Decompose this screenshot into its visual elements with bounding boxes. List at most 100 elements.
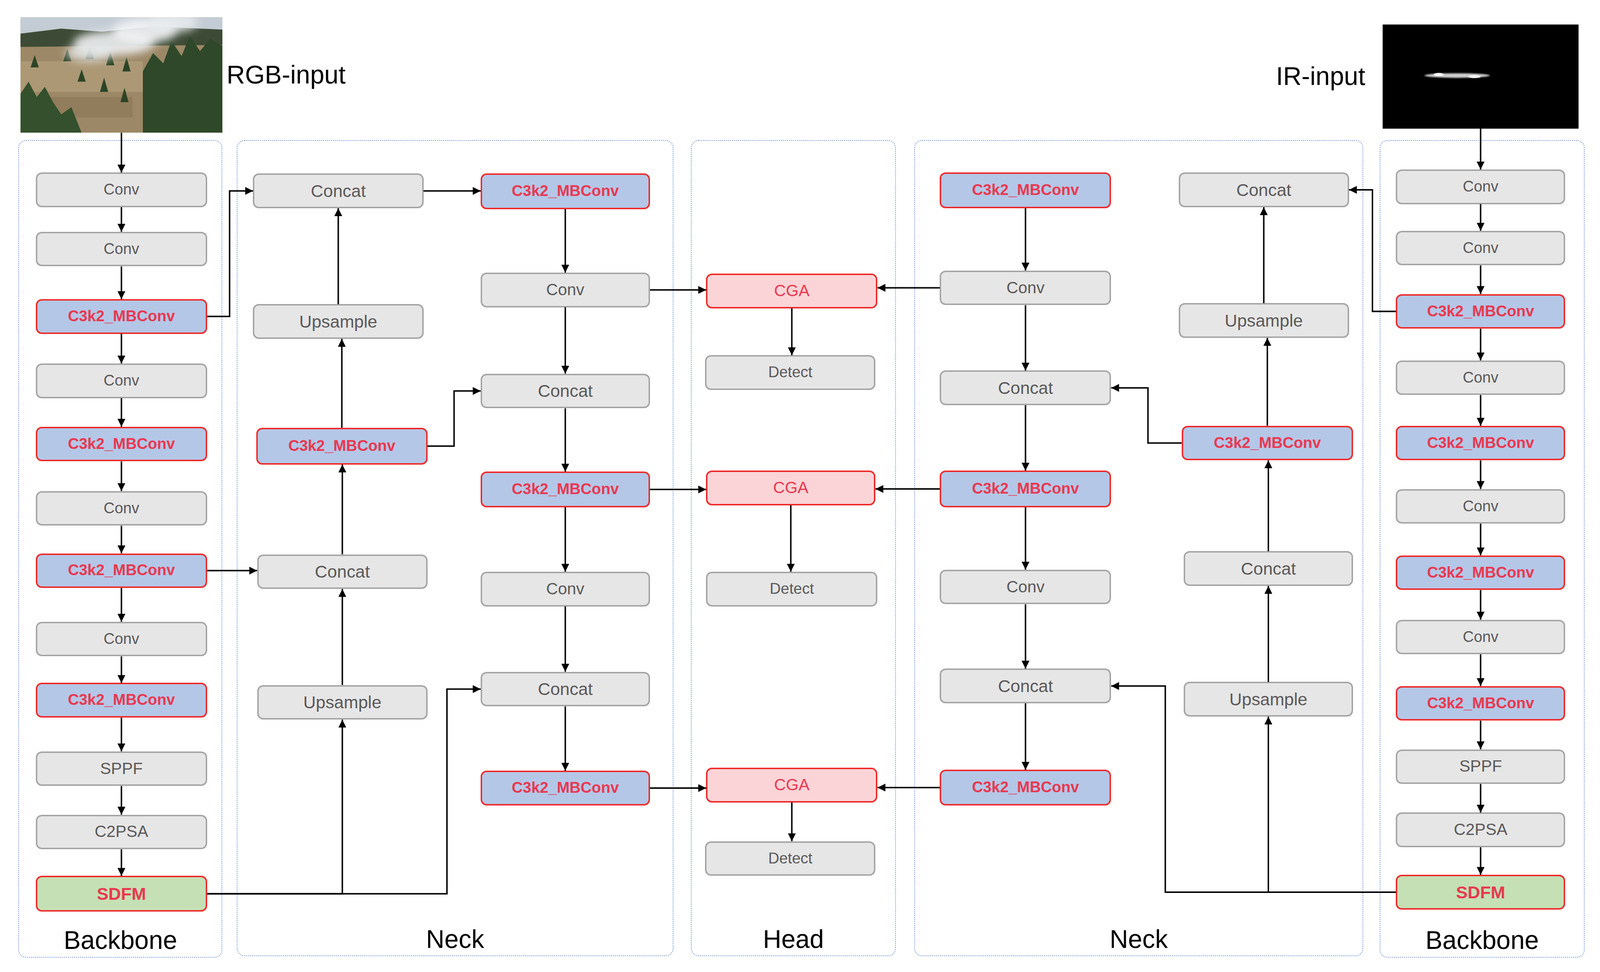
process-box: Upsample bbox=[1183, 681, 1354, 717]
mbconv-block: C3k2_MBConv bbox=[480, 471, 651, 508]
block-label: C3k2_MBConv bbox=[67, 308, 175, 325]
process-box: Conv bbox=[35, 490, 208, 526]
fusion-module: SDFM bbox=[1395, 874, 1566, 910]
flow-arrow bbox=[120, 333, 123, 364]
flow-arrow bbox=[341, 464, 344, 555]
mbconv-block: C3k2_MBConv bbox=[480, 173, 651, 210]
flow-arrow bbox=[1024, 208, 1027, 271]
process-box: Upsample bbox=[252, 303, 424, 339]
flow-arrow bbox=[650, 786, 706, 789]
block-label: Conv bbox=[1462, 498, 1499, 515]
photo-forest bbox=[20, 81, 82, 133]
mbconv-block: C3k2_MBConv bbox=[1395, 555, 1566, 591]
process-box: Conv bbox=[480, 272, 651, 308]
block-label: Concat bbox=[537, 381, 593, 400]
input-label: IR-input bbox=[1275, 63, 1366, 90]
mbconv-block: C3k2_MBConv bbox=[480, 770, 651, 806]
process-box: Conv bbox=[35, 172, 208, 208]
block-label: C2PSA bbox=[1453, 820, 1508, 839]
flow-arrow bbox=[789, 505, 792, 572]
block-label: Conv bbox=[1462, 369, 1499, 386]
block-label: Concat bbox=[998, 378, 1054, 397]
stage-group: HeadCGADetectCGADetectCGADetect bbox=[690, 139, 896, 957]
process-box: Conv bbox=[35, 621, 208, 657]
process-box: Concat bbox=[1183, 550, 1354, 586]
mbconv-block: C3k2_MBConv bbox=[35, 426, 208, 462]
stage-group: NeckC3k2_MBConvConvConcatC3k2_MBConvConv… bbox=[914, 139, 1364, 957]
flow-arrow bbox=[1266, 337, 1269, 426]
process-box: Conv bbox=[1395, 619, 1566, 655]
flow-arrow bbox=[120, 717, 123, 752]
process-box: Upsample bbox=[1178, 302, 1350, 338]
block-label: CGA bbox=[774, 282, 810, 300]
connector-group bbox=[121, 128, 1481, 894]
process-box: C2PSA bbox=[1395, 812, 1566, 847]
mbconv-block: C3k2_MBConv bbox=[256, 427, 428, 465]
flow-arrow bbox=[1024, 405, 1027, 471]
block-label: Detect bbox=[768, 364, 813, 381]
flow-arrow bbox=[1479, 394, 1482, 426]
flow-arrow bbox=[1268, 716, 1396, 893]
process-box: Concat bbox=[939, 668, 1112, 704]
mbconv-block: C3k2_MBConv bbox=[1395, 425, 1566, 461]
flow-arrow bbox=[877, 287, 940, 289]
flow-arrow bbox=[1479, 204, 1482, 231]
flow-arrow bbox=[1263, 207, 1265, 303]
flow-arrow bbox=[120, 848, 123, 876]
block-label: CGA bbox=[773, 479, 809, 497]
block-label: C3k2_MBConv bbox=[511, 481, 619, 498]
block-label: Conv bbox=[103, 181, 140, 198]
input-label: RGB-input bbox=[226, 62, 346, 88]
block-label: C3k2_MBConv bbox=[1427, 564, 1535, 581]
flow-arrow bbox=[1111, 387, 1182, 443]
mbconv-block: C3k2_MBConv bbox=[1395, 685, 1566, 721]
block-label: Conv bbox=[103, 241, 140, 258]
mbconv-block: C3k2_MBConv bbox=[35, 553, 208, 589]
mbconv-block: C3k2_MBConv bbox=[1181, 425, 1354, 461]
attention-block: CGA bbox=[705, 767, 878, 803]
flow-arrow bbox=[341, 338, 343, 428]
ir-hotspot bbox=[1424, 73, 1491, 78]
flow-arrow bbox=[427, 390, 481, 446]
block-label: Concat bbox=[537, 679, 593, 698]
flow-arrow bbox=[564, 507, 567, 572]
process-box: Concat bbox=[257, 554, 428, 590]
process-box: Conv bbox=[1395, 360, 1566, 396]
process-box: Concat bbox=[480, 373, 651, 409]
flow-arrow bbox=[341, 588, 344, 685]
block-label: Conv bbox=[546, 281, 585, 299]
flow-arrow bbox=[875, 488, 940, 490]
flow-arrow bbox=[1479, 720, 1482, 749]
process-box: Detect bbox=[705, 354, 876, 390]
flow-arrow bbox=[120, 266, 123, 299]
flow-arrow bbox=[564, 307, 567, 374]
block-label: SDFM bbox=[96, 884, 146, 903]
stage-group: NeckConcatUpsampleC3k2_MBConvConcatUpsam… bbox=[236, 139, 674, 957]
process-box: Concat bbox=[252, 173, 424, 209]
block-label: C3k2_MBConv bbox=[1427, 695, 1535, 712]
block-label: Upsample bbox=[303, 692, 382, 711]
process-box: Conv bbox=[35, 363, 208, 399]
process-box: Conv bbox=[1395, 488, 1566, 524]
flow-arrow bbox=[1267, 585, 1270, 682]
block-label: Concat bbox=[314, 562, 370, 581]
flow-arrow bbox=[650, 289, 706, 291]
ir-hotspot bbox=[1468, 75, 1481, 79]
process-box: SPPF bbox=[35, 751, 208, 787]
process-box: Detect bbox=[705, 840, 876, 876]
flow-arrow bbox=[120, 207, 123, 232]
flow-arrow bbox=[120, 461, 123, 491]
block-label: Conv bbox=[103, 372, 140, 389]
process-box: Conv bbox=[480, 571, 651, 607]
ir-hotspot bbox=[1433, 72, 1444, 77]
flow-arrow bbox=[564, 407, 567, 472]
block-label: Detect bbox=[768, 850, 813, 867]
process-box: Conv bbox=[939, 270, 1112, 306]
flow-arrow bbox=[564, 209, 567, 273]
process-box: C2PSA bbox=[35, 814, 208, 850]
block-label: Conv bbox=[103, 500, 140, 517]
block-label: SDFM bbox=[1456, 882, 1506, 901]
block-label: C3k2_MBConv bbox=[67, 691, 175, 708]
mbconv-block: C3k2_MBConv bbox=[939, 172, 1112, 209]
